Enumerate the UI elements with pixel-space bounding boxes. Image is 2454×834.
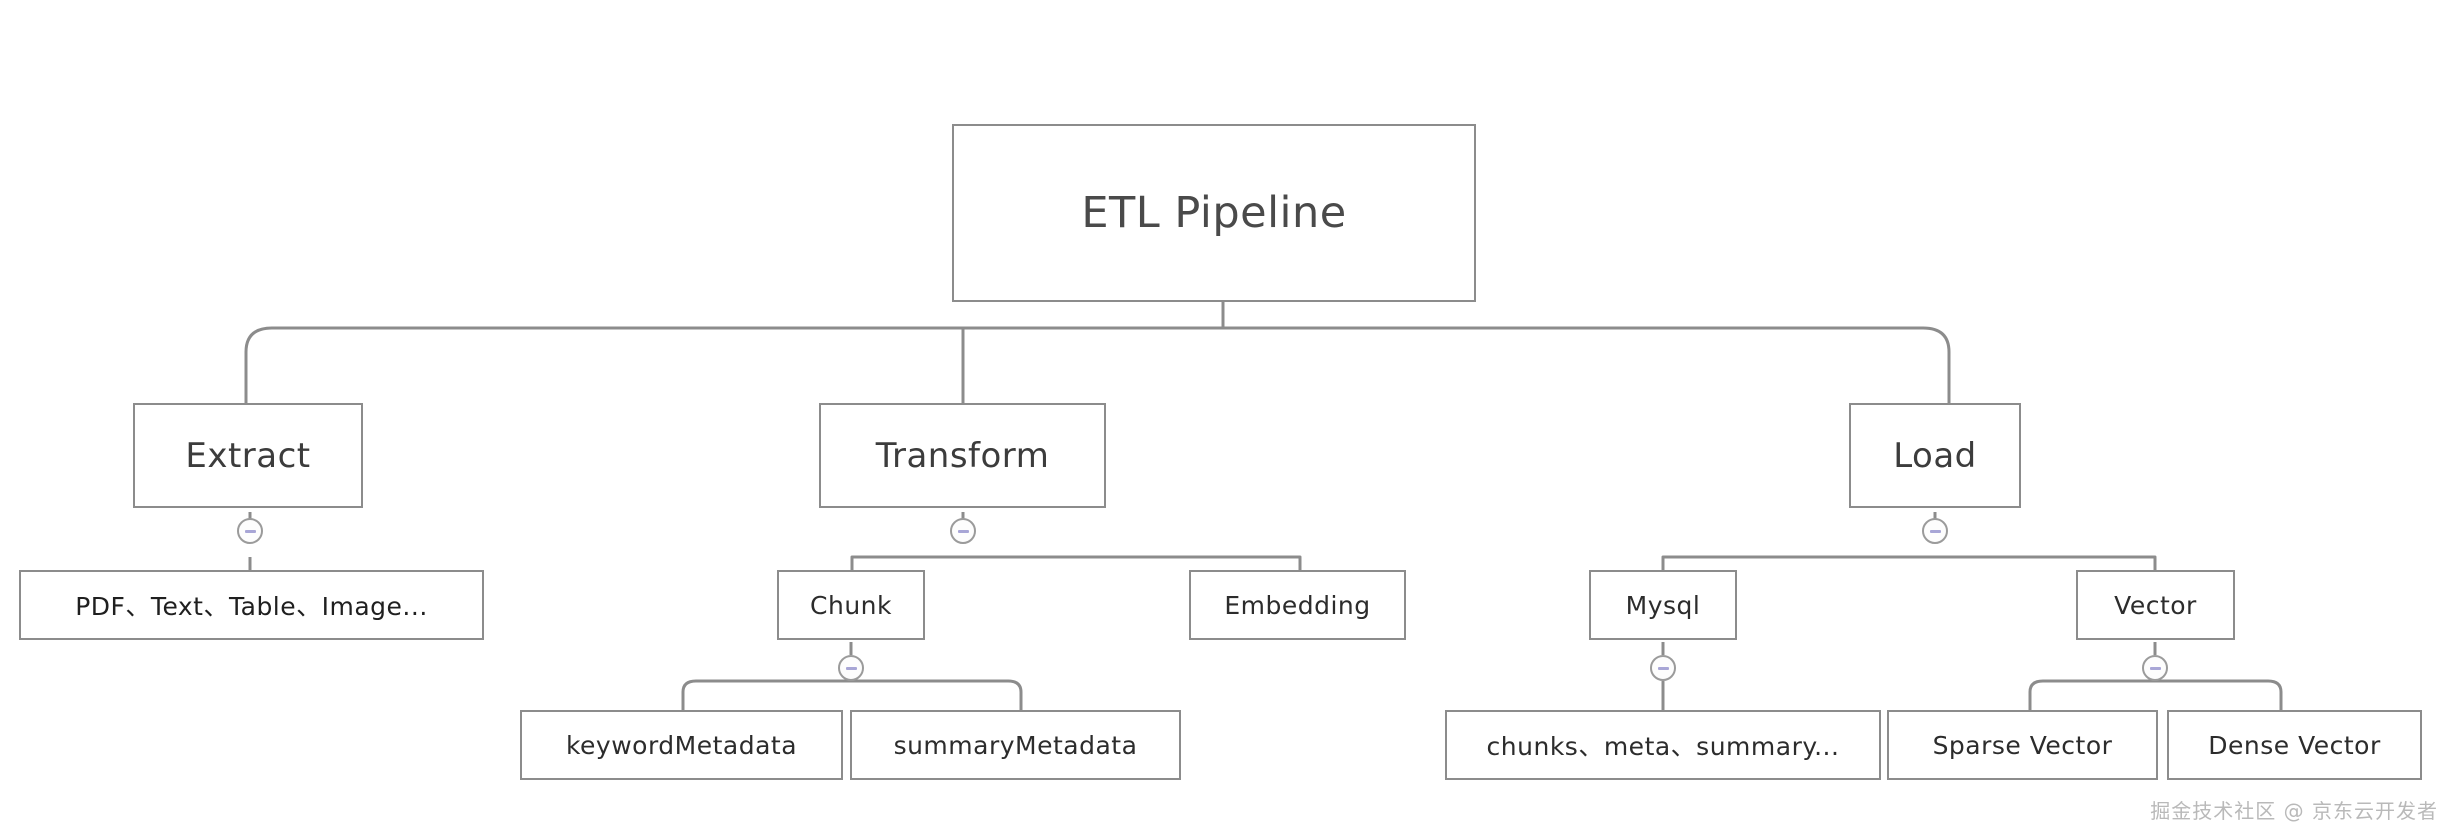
node-sparse-vector[interactable]: Sparse Vector xyxy=(1887,710,2158,780)
node-load[interactable]: Load xyxy=(1849,403,2021,508)
node-summary-metadata[interactable]: summaryMetadata xyxy=(850,710,1181,780)
node-keyword-metadata[interactable]: keywordMetadata xyxy=(520,710,843,780)
node-mysql[interactable]: Mysql xyxy=(1589,570,1737,640)
toggle-transform-collapse-icon[interactable] xyxy=(950,518,976,544)
node-chunk[interactable]: Chunk xyxy=(777,570,925,640)
minus-icon xyxy=(1657,666,1669,670)
toggle-mysql-collapse-icon[interactable] xyxy=(1650,655,1676,681)
node-embedding[interactable]: Embedding xyxy=(1189,570,1406,640)
node-extract[interactable]: Extract xyxy=(133,403,363,508)
minus-icon xyxy=(1929,529,1941,533)
node-mysql-tables[interactable]: chunks、meta、summary... xyxy=(1445,710,1881,780)
node-transform[interactable]: Transform xyxy=(819,403,1106,508)
node-dense-vector[interactable]: Dense Vector xyxy=(2167,710,2422,780)
edge-vector-bus xyxy=(2028,679,2283,712)
toggle-extract-collapse-icon[interactable] xyxy=(237,518,263,544)
minus-icon xyxy=(2149,666,2161,670)
edge-chunk-bus xyxy=(681,679,1023,712)
node-extract-formats[interactable]: PDF、Text、Table、Image... xyxy=(19,570,484,640)
toggle-load-collapse-icon[interactable] xyxy=(1922,518,1948,544)
minus-icon xyxy=(957,529,969,533)
toggle-vector-collapse-icon[interactable] xyxy=(2142,655,2168,681)
minus-icon xyxy=(845,666,857,670)
watermark-text: 掘金技术社区 @ 京东云开发者 xyxy=(2150,799,2438,823)
toggle-chunk-collapse-icon[interactable] xyxy=(838,655,864,681)
node-root-etl-pipeline[interactable]: ETL Pipeline xyxy=(952,124,1476,302)
minus-icon xyxy=(244,529,256,533)
node-vector[interactable]: Vector xyxy=(2076,570,2235,640)
